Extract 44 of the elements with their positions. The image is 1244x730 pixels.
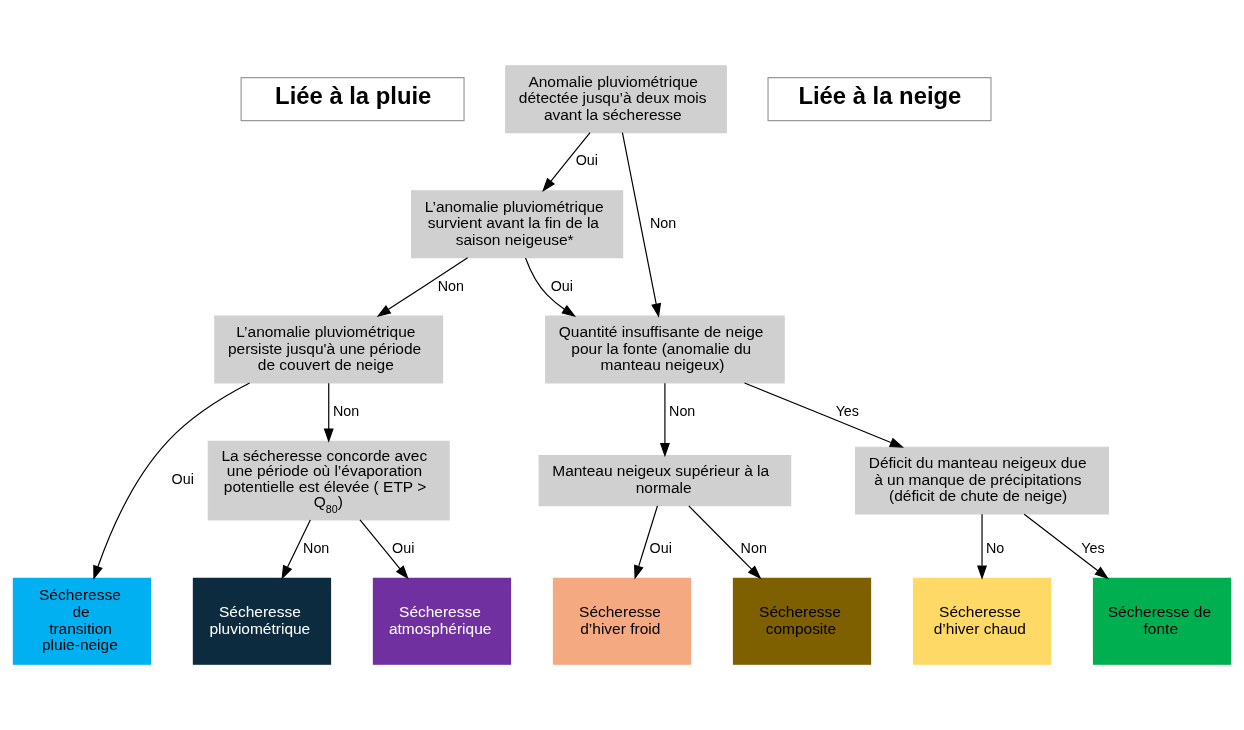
edge-label: Non bbox=[332, 402, 360, 419]
node-box: Sécheresse de transition pluie-neige bbox=[12, 577, 152, 665]
arrow bbox=[1023, 513, 1109, 580]
node-box: Sécheresse composite bbox=[732, 577, 872, 665]
node-box: Sécheresse d’hiver chaud bbox=[912, 577, 1052, 665]
node-box: Anomalie pluviométrique détectée jusqu’à deux mois avant la sécheresse bbox=[505, 65, 727, 134]
edge-label: Non bbox=[740, 539, 767, 556]
node-box: Sécheresse de fonte bbox=[1092, 577, 1232, 665]
arrow bbox=[376, 257, 469, 318]
arrow bbox=[977, 513, 988, 580]
edge-label: Yes bbox=[835, 402, 859, 419]
arrow bbox=[634, 505, 659, 580]
edge-label: Oui bbox=[171, 471, 194, 488]
node-box: Quantité insuffisante de neige pour la fonte (anomalie du manteau neigeux) bbox=[545, 315, 785, 384]
node-box: Déficit du manteau neigeux due à un manque de précipitations (déficit de chute de neige) bbox=[855, 446, 1109, 515]
edge-label: Oui bbox=[392, 539, 415, 556]
node-box: L’anomalie pluviométrique survient avant la fin de la saison neigeuse* bbox=[411, 190, 624, 259]
arrow bbox=[93, 382, 251, 580]
edge-label: Non bbox=[669, 402, 696, 419]
node-box: Manteau neigeux supérieur à la normale bbox=[538, 455, 792, 507]
arrow bbox=[542, 132, 591, 193]
arrow bbox=[359, 519, 409, 580]
edge-label: Non bbox=[650, 215, 677, 232]
node-box: La sécheresse concorde avec une période où l’évaporation potentielle est élevée ( ETP > Q$_{80}$) bbox=[207, 440, 450, 521]
edge-label: Oui bbox=[550, 277, 573, 294]
arrow bbox=[621, 132, 662, 318]
edge-label: Non bbox=[437, 277, 465, 294]
edge-label: Oui bbox=[649, 539, 672, 556]
arrow bbox=[524, 257, 577, 317]
arrow bbox=[688, 505, 762, 580]
arrow bbox=[281, 519, 311, 580]
node-box: Sécheresse d’hiver froid bbox=[552, 577, 692, 665]
node-box: L’anomalie pluviométrique persiste jusqu'à une période de couvert de neige bbox=[214, 315, 444, 384]
node-box: Liée à la neige bbox=[767, 77, 992, 122]
node-box: Sécheresse atmosphérique bbox=[372, 577, 512, 665]
arrow bbox=[743, 382, 905, 448]
edge-label: Oui bbox=[575, 152, 598, 169]
edge-label: No bbox=[986, 539, 1005, 556]
arrow bbox=[323, 382, 334, 443]
node-box: Sécheresse pluviométrique bbox=[192, 577, 332, 665]
node-box: Liée à la pluie bbox=[240, 77, 465, 122]
edge-label: Yes bbox=[1081, 539, 1105, 556]
edge-label: Non bbox=[303, 539, 330, 556]
arrow bbox=[659, 382, 670, 458]
